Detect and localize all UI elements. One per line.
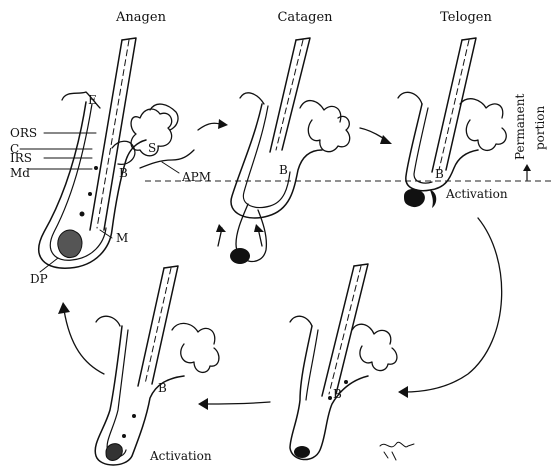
label-c: C (10, 142, 19, 156)
dermal-papilla (58, 230, 82, 258)
label-activation-anagen: Activation (149, 449, 212, 463)
catagen-follicle (216, 38, 350, 264)
label-permanent: Permanent (513, 94, 527, 160)
label-apm: APM (181, 170, 211, 184)
label-portion: portion (533, 105, 547, 150)
late-telogen-follicle (290, 264, 414, 460)
label-b-catagen: B (279, 163, 288, 177)
label-dp: DP (30, 272, 48, 286)
stage-title-catagen: Catagen (277, 10, 333, 25)
stage-title-anagen: Anagen (115, 10, 167, 25)
catagen-papilla (230, 248, 250, 264)
early-anagen-follicle (95, 266, 219, 465)
label-md: Md (10, 166, 30, 180)
label-b-telogen: B (435, 167, 444, 181)
label-b-late-telogen: B (333, 387, 342, 401)
early-anagen-papilla (106, 444, 122, 461)
telogen-germ (404, 189, 425, 207)
label-ors: ORS (10, 126, 37, 140)
label-s: S (148, 141, 156, 155)
late-telogen-papilla (294, 446, 310, 458)
telogen-follicle (398, 38, 506, 208)
label-activation-telogen: Activation (445, 187, 508, 201)
label-e: E (88, 93, 97, 107)
label-m: M (116, 231, 128, 245)
label-b-anagen: B (119, 166, 128, 180)
stage-title-telogen: Telogen (440, 10, 492, 25)
label-b-early-anagen: B (158, 381, 167, 395)
